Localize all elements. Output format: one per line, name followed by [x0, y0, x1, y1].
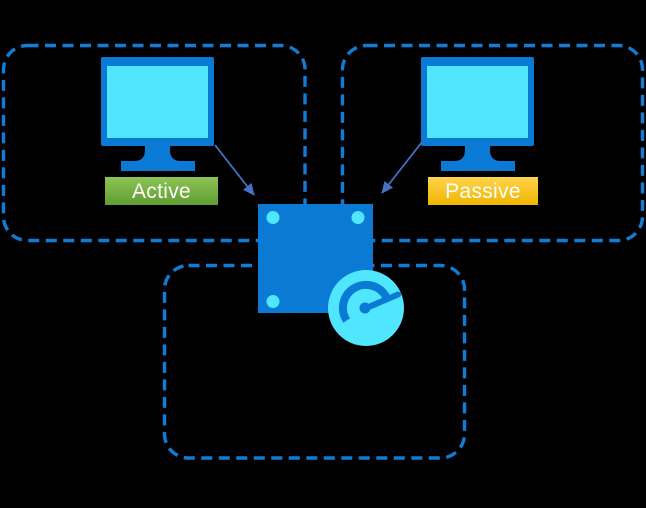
active-to-chip-arrow [214, 144, 255, 196]
passive-monitor-stand [441, 146, 515, 171]
active-monitor-stand [121, 146, 195, 171]
active-desktop-monitor-icon [101, 57, 214, 171]
passive-desktop-monitor-icon [421, 57, 534, 171]
gauge-arc [338, 280, 390, 323]
active-monitor-screen [107, 66, 208, 138]
speed-gauge-icon [328, 270, 404, 346]
gauge-needle [361, 291, 401, 312]
passive-monitor-screen [427, 66, 528, 138]
chip-dot-bottom-left [266, 295, 280, 308]
chip-dot-top-right [351, 211, 365, 224]
chip-dot-top-left [266, 211, 280, 224]
active-label: Active [105, 177, 218, 205]
passive-label: Passive [428, 177, 538, 205]
passive-zone-dashed-border [340, 43, 645, 243]
active-zone-dashed-border [1, 43, 307, 243]
passive-to-chip-arrow [381, 141, 423, 194]
